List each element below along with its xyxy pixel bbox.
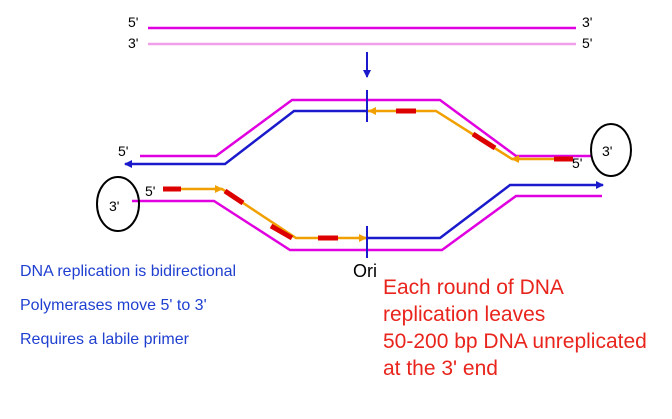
label-left-circle-3prime: 3' — [109, 198, 119, 214]
callout-line-3: 50-200 bp DNA unreplicated — [383, 330, 647, 353]
label-left-fork-5prime: 5' — [118, 143, 128, 159]
note-bidirectional: DNA replication is bidirectional — [20, 263, 237, 280]
upper-lagging-strand — [368, 109, 573, 161]
note-labile-primer: Requires a labile primer — [20, 331, 189, 348]
label-right-circle-3prime: 3' — [602, 143, 612, 159]
callout-line-1: Each round of DNA — [383, 276, 564, 299]
lower-lagging-strand — [166, 187, 366, 240]
callout-line-4: at the 3' end — [383, 357, 498, 380]
label-bottom-3prime: 3' — [128, 35, 138, 51]
upper-leading-strand — [124, 109, 368, 168]
primer-lower-3 — [269, 223, 294, 241]
lower-leading-strand — [368, 181, 604, 240]
note-polymerase-direction: Polymerases move 5' to 3' — [20, 297, 207, 314]
label-left-primer-5prime: 5' — [145, 183, 155, 199]
left-3prime-circle — [96, 176, 140, 232]
primer-lower-2 — [223, 188, 245, 206]
label-bottom-5prime: 5' — [582, 35, 592, 51]
callout-line-2: replication leaves — [383, 303, 546, 326]
label-right-primer-5prime: 5' — [572, 155, 582, 171]
notes-list: DNA replication is bidirectional Polymer… — [20, 262, 236, 364]
primer-upper-2 — [471, 131, 497, 151]
right-3prime-circle — [590, 123, 632, 177]
end-replication-callout: Each round of DNA replication leaves 50-… — [383, 274, 647, 382]
label-top-5prime: 5' — [128, 14, 138, 30]
label-top-3prime: 3' — [582, 14, 592, 30]
origin-label: Ori — [353, 261, 377, 281]
